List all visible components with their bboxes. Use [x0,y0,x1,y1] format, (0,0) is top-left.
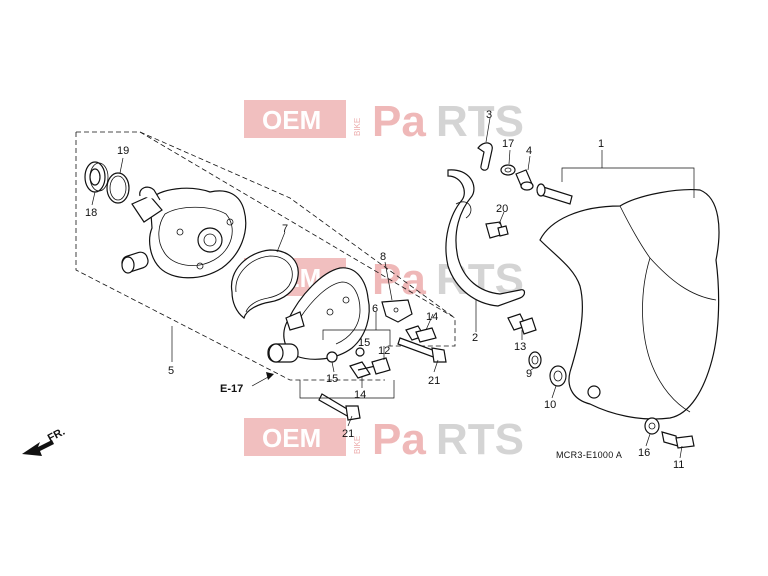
callout-17: 17 [502,138,514,150]
washer-16 [644,417,660,435]
callout-2: 2 [472,332,478,344]
arrow-icon [22,440,54,456]
reference-e17: E-17 [220,372,274,395]
o-ring-large [230,249,299,320]
callout-15-upper: 15 [358,337,370,349]
callout-1-bracket [561,167,695,198]
watermark-rts: RTS [436,415,524,464]
callout-12: 12 [378,345,390,357]
sprocket-cover [539,189,720,420]
oil-seal [84,161,109,193]
water-pump-cover [267,267,370,363]
callout-19: 19 [117,145,129,157]
bolt-11 [661,431,695,449]
water-pump-group-outline [75,131,456,381]
watermark-box [244,100,346,138]
o-ring-small [106,172,130,204]
watermark-oem: OEM [262,423,321,453]
callout-7: 7 [282,223,288,235]
grommet-17 [500,164,516,176]
callout-16: 16 [638,447,650,459]
long-bolt-bottom [318,393,361,421]
callout-6: 6 [372,303,378,315]
callout-20: 20 [496,203,508,215]
callout-21-bottom: 21 [342,428,354,440]
clutch-hose-stay [445,169,526,307]
callout-9: 9 [526,368,532,380]
arrow-icon [266,372,274,380]
callout-15-lower: 15 [326,373,338,385]
front-direction-arrow: FR. [22,426,67,456]
reference-label: E-17 [220,383,243,395]
clip [477,142,493,171]
grommet-9 [528,351,542,369]
callout-3: 3 [486,109,492,121]
stay [381,299,413,323]
bolt-group-left [326,347,391,379]
callout-labels: 1 2 3 4 5 6 7 8 9 10 11 12 13 14 14 15 1… [85,109,684,471]
watermark-rts: RTS [436,97,524,146]
watermark-bike: BIKE [353,118,362,136]
long-bolt-center [397,337,447,363]
callout-6-12-brackets [299,312,395,399]
callout-4: 4 [526,145,532,157]
callout-10: 10 [544,399,556,411]
dowel-bolt [536,183,573,205]
grommet-10 [549,365,567,387]
callout-5: 5 [168,365,174,377]
callout-21-center: 21 [428,375,440,387]
watermark-pa: Pa [372,415,426,464]
watermark-bike: BIKE [353,436,362,454]
watermark-pa: Pa [372,97,426,146]
callout-13: 13 [514,341,526,353]
direction-label: FR. [46,426,67,445]
watermark-box [244,418,346,456]
callout-18: 18 [85,207,97,219]
leader-lines [91,117,683,459]
water-pump-body [121,186,247,279]
callout-1: 1 [598,138,604,150]
callout-14-left: 14 [354,389,366,401]
callout-11: 11 [673,459,684,471]
callout-14-right: 14 [426,311,438,323]
bolt-14-right [405,325,437,343]
diagram-code: MCR3-E1000 A [556,450,622,460]
watermark-top: OEM BIKE Pa RTS [244,97,524,146]
bolt-20 [485,221,509,239]
collar [515,169,534,191]
watermark-oem: OEM [262,105,321,135]
callout-8: 8 [380,251,386,263]
watermark-bottom: OEM BIKE Pa RTS [244,415,524,464]
bolt-13 [507,313,537,335]
